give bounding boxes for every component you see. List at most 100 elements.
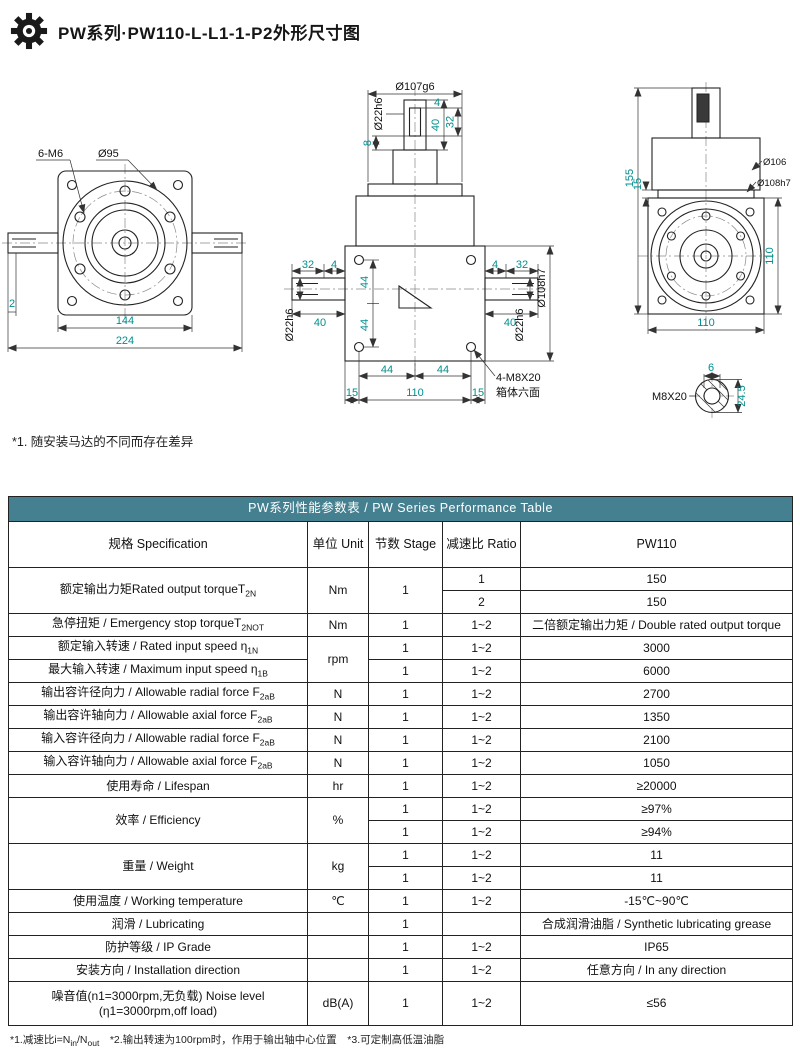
ratio-cell: 1~2	[442, 728, 521, 752]
table-column-header: 规格 Specification 单位 Unit 节数 Stage 减速比 Ra…	[8, 521, 794, 568]
ratio-cell: 1~2	[442, 866, 521, 890]
value-cell: ≥94%	[519, 820, 794, 844]
value-cell: ≥20000	[519, 774, 794, 798]
spec-cell: 使用寿命 / Lifespan	[8, 774, 308, 798]
unit-cell: Nm	[307, 567, 369, 614]
table-row: 2 150	[9, 590, 794, 614]
value-cell: 合成润滑油脂 / Synthetic lubricating grease	[519, 912, 794, 936]
unit-cell: Nm	[307, 613, 369, 637]
ratio-cell: 1~2	[442, 889, 521, 913]
unit-cell	[307, 935, 369, 959]
bolt-hole-detail: 6 M8X20 24.5	[652, 362, 748, 420]
stage-cell: 1	[368, 728, 443, 752]
col-ratio: 减速比 Ratio	[442, 521, 521, 568]
stage-cell: 1	[368, 797, 443, 821]
front-view: 144 224 2 6-M6 Ø95	[2, 148, 248, 352]
table-row: 输出容许轴向力 / Allowable axial force F2aB N 1…	[8, 705, 794, 729]
table-row: 使用温度 / Working temperature ℃ 1 1~2 -15℃~…	[8, 889, 794, 913]
spec-cell: 输出容许轴向力 / Allowable axial force F2aB	[8, 705, 308, 729]
stage-cell: 1	[368, 682, 443, 706]
stage-cell: 1	[368, 866, 443, 890]
table-row: 急停扭矩 / Emergency stop torqueT2NOT Nm 1 1…	[8, 613, 794, 637]
value-cell: IP65	[519, 935, 794, 959]
stage-cell: 1	[368, 751, 443, 775]
orientation-mark	[398, 284, 433, 309]
ratio-cell: 1~2	[442, 797, 521, 821]
unit-cell: kg	[307, 843, 369, 890]
dim-label: Ø108h7	[757, 178, 791, 189]
unit-cell	[307, 958, 369, 982]
ratio-cell: 1~2	[442, 774, 521, 798]
value-cell: 二倍额定输出力矩 / Double rated output torque	[519, 613, 794, 637]
dim-label: 110	[764, 247, 776, 265]
ratio-cell: 1~2	[442, 820, 521, 844]
spec-cell: 最大输入转速 / Maximum input speed η1B	[8, 659, 308, 683]
table-row: 输入容许轴向力 / Allowable axial force F2aB N 1…	[8, 751, 794, 775]
spec-cell: 重量 / Weight	[8, 843, 308, 890]
value-cell: 1350	[519, 705, 794, 729]
dim-label: 224	[116, 335, 134, 347]
table-row: 1 1~2 ≥94%	[9, 820, 794, 844]
dim-label: 44	[381, 364, 393, 376]
end-view: 155 15 Ø106 Ø108h7 110 110	[624, 82, 791, 420]
dim-label: Ø95	[98, 148, 119, 160]
performance-table: PW系列性能参数表 / PW Series Performance Table …	[7, 496, 794, 1026]
spec-cell: 额定输出力矩Rated output torqueT2N	[8, 567, 308, 614]
spec-cell: 急停扭矩 / Emergency stop torqueT2NOT	[8, 613, 308, 637]
left-shaft	[7, 232, 59, 254]
dim-label: 4	[492, 259, 498, 271]
table-row: 润滑 / Lubricating 1 合成润滑油脂 / Synthetic lu…	[8, 912, 794, 936]
value-cell: 3000	[519, 636, 794, 660]
stage-cell: 1	[368, 774, 443, 798]
right-shaft	[191, 232, 243, 254]
page-title: PW系列·PW110-L-L1-1-P2外形尺寸图	[58, 23, 361, 43]
spec-cell: 输入容许轴向力 / Allowable axial force F2aB	[8, 751, 308, 775]
table-row: 使用寿命 / Lifespan hr 1 1~2 ≥20000	[8, 774, 794, 798]
value-cell: 150	[519, 590, 794, 614]
gearbox-body-end	[647, 197, 765, 315]
unit-cell: hr	[307, 774, 369, 798]
spec-cell: 输出容许径向力 / Allowable radial force F2aB	[8, 682, 308, 706]
spec-subscript: 1B	[257, 668, 268, 679]
ratio-cell: 1~2	[442, 636, 521, 660]
ratio-cell: 1~2	[442, 613, 521, 637]
dim-label: 15	[632, 178, 644, 190]
table-row: 效率 / Efficiency % 1 1~2 ≥97%	[8, 797, 794, 844]
table-row: 最大输入转速 / Maximum input speed η1B 1 1~2 6…	[8, 659, 794, 683]
ratio-cell: 1~2	[442, 705, 521, 729]
ratio-cell: 1~2	[442, 843, 521, 867]
unit-cell: %	[307, 797, 369, 844]
spec-cell: 使用温度 / Working temperature	[8, 889, 308, 913]
ratio-cell	[442, 912, 521, 936]
dim-label: 24.5	[736, 385, 748, 406]
dimension-drawings: 144 224 2 6-M6 Ø95 Ø107g6	[2, 81, 791, 420]
dim-label: 8	[362, 140, 374, 146]
table-row: 输入容许径向力 / Allowable radial force F2aB N …	[8, 728, 794, 752]
dim-label: 40	[314, 317, 326, 329]
ratio-cell: 1~2	[442, 935, 521, 959]
ratio-cell: 1	[442, 567, 521, 591]
table-footnote: *1.减速比i=Nin/Nout *2.输出转速为100rpm时，作用于输出轴中…	[10, 1034, 445, 1049]
drawing-note: *1. 随安装马达的不同而存在差异	[12, 435, 194, 449]
table-title: PW系列性能参数表 / PW Series Performance Table	[7, 496, 794, 522]
unit-cell: N	[307, 682, 369, 706]
stage-cell: 1	[368, 958, 443, 982]
gearbox-body-side	[344, 245, 486, 362]
dim-label: 44	[359, 319, 371, 331]
dim-label: 4	[331, 259, 337, 271]
front-view-dimensions: 144 224 2 6-M6 Ø95	[7, 148, 243, 352]
stage-cell: 1	[368, 843, 443, 867]
ratio-cell: 1~2	[442, 659, 521, 683]
ratio-cell: 1~2	[442, 682, 521, 706]
unit-cell: rpm	[307, 636, 369, 683]
dim-label: 15	[472, 387, 484, 399]
spec-cell: 额定输入转速 / Rated input speed η1N	[8, 636, 308, 660]
spec-cell: 噪音值(n1=3000rpm,无负载) Noise level (η1=3000…	[8, 981, 308, 1026]
unit-cell	[307, 912, 369, 936]
end-view-dimensions: 155 15 Ø106 Ø108h7 110 110	[624, 87, 791, 334]
dim-label: 32	[516, 259, 528, 271]
dim-label: Ø108h7	[536, 268, 548, 307]
dim-label: 44	[437, 364, 449, 376]
value-cell: ≥97%	[519, 797, 794, 821]
spec-subscript: 2N	[245, 588, 257, 599]
